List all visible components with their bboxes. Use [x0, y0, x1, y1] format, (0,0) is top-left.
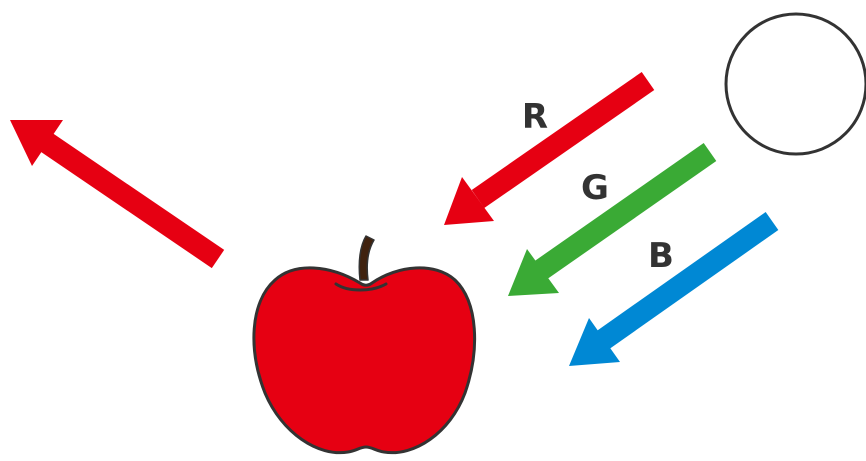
label-g: G [581, 168, 609, 208]
apple-icon [252, 235, 477, 455]
apple-stem [358, 235, 375, 281]
reflected-red-arrow [10, 120, 225, 269]
blue-light-arrow [569, 212, 779, 366]
light-source-circle [724, 12, 866, 156]
red-light-arrow [444, 71, 655, 225]
apple-body [252, 266, 477, 455]
green-light-arrow [508, 142, 717, 296]
label-b: B [648, 236, 674, 276]
apple-stem-base [334, 282, 388, 292]
label-r: R [522, 97, 548, 137]
